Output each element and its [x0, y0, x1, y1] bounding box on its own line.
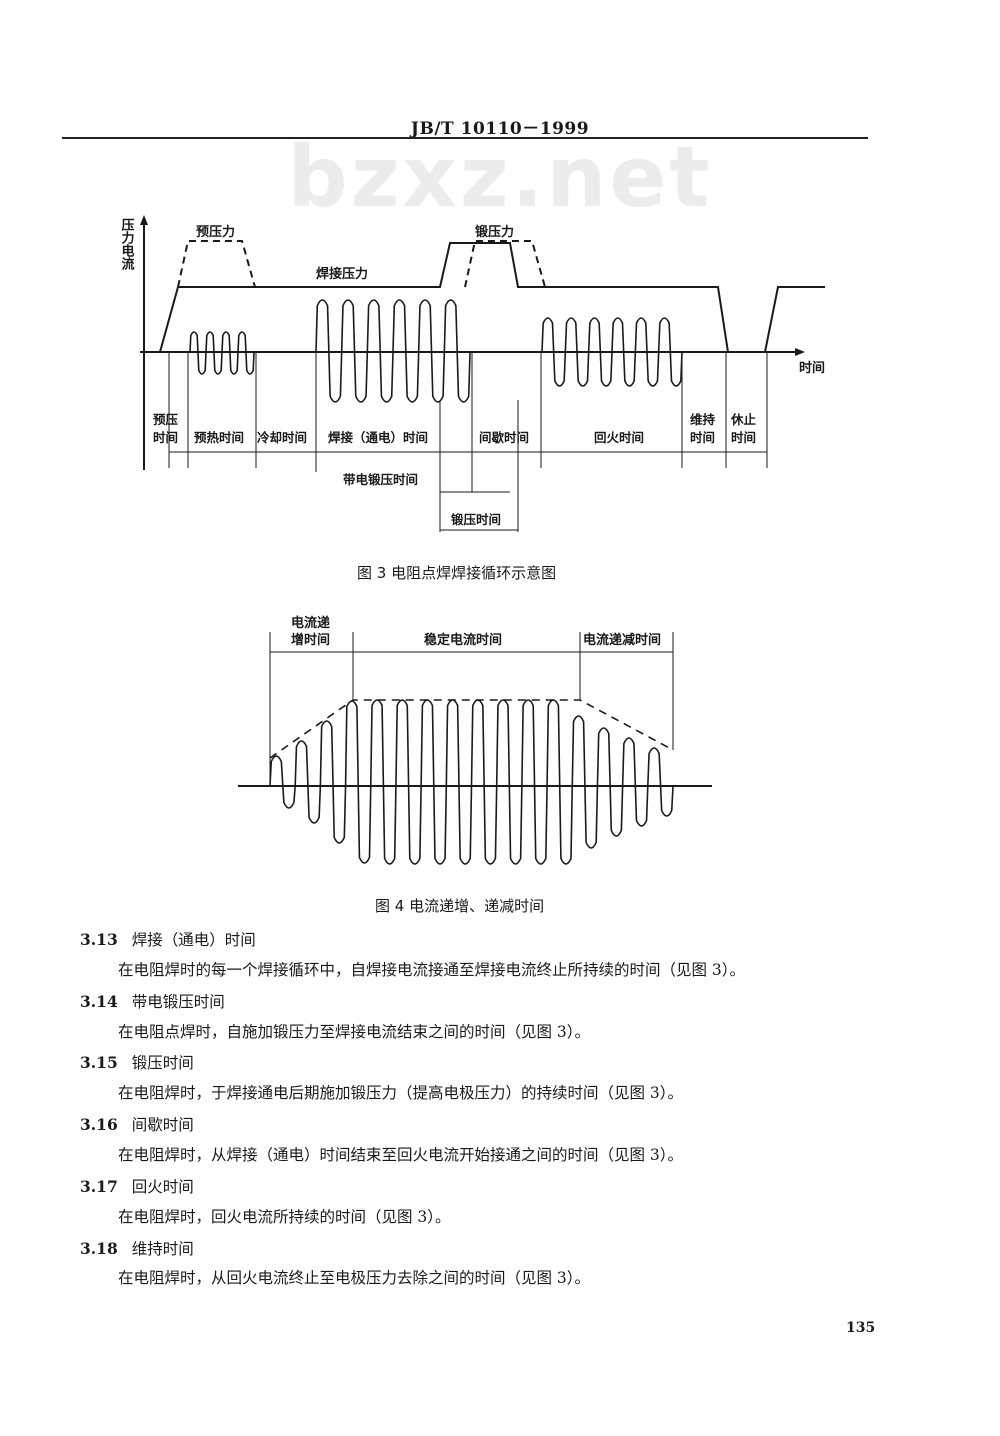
section-3-13-text: 在电阻焊时的每一个焊接循环中，自焊接电流接通至焊接电流终止所持续的时间（见图 3…: [118, 961, 746, 979]
figure-4: 电流递 增时间 稳定电流时间 电流递减时间 图 4 电流递增、递减时间: [238, 615, 712, 915]
fig3-pre-pressure-label: 预压力: [196, 224, 235, 240]
fig3-pressure-curve: [159, 242, 729, 353]
fig3-phase-preheat: 预热时间: [194, 430, 244, 445]
header-rule: [62, 137, 868, 139]
fig3-phase-hold-1: 维持: [690, 412, 716, 427]
fig3-preheat-current: [189, 331, 255, 375]
page-number: 135: [846, 1320, 876, 1336]
fig3-weld-pressure-label: 焊接压力: [316, 266, 368, 282]
fig3-pre-pressure-dashed: [177, 240, 256, 288]
figure-3: 压力电流 时间 预压力 焊接压力 锻压力 预压 时间 预热时间 冷却时间 焊接（…: [119, 215, 825, 582]
fig4-upslope-label-2: 增时间: [291, 632, 330, 648]
fig3-forge-pressure-label: 锻压力: [475, 224, 514, 240]
fig3-weld-current: [315, 299, 471, 403]
fig4-upslope-label-1: 电流递: [291, 615, 330, 631]
fig4-envelope-dashed: [269, 699, 674, 759]
fig3-energized-forge-label: 带电锻压时间: [343, 472, 418, 487]
fig3-forge-time-label: 锻压时间: [451, 512, 501, 527]
section-3-18-text: 在电阻焊时，从回火电流终止至电极压力去除之间的时间（见图 3）。: [118, 1269, 591, 1287]
section-3-14-text: 在电阻点焊时，自施加锻压力至焊接电流结束之间的时间（见图 3）。: [118, 1023, 591, 1041]
fig3-phase-off-2: 时间: [731, 430, 756, 445]
section-3-15-text: 在电阻焊时，于焊接通电后期施加锻压力（提高电极压力）的持续时间（见图 3）。: [118, 1084, 684, 1102]
fig3-forge-pressure-dashed: [464, 240, 546, 288]
fig3-phase-off-1: 休止: [730, 412, 757, 427]
fig3-temper-current: [541, 317, 683, 387]
fig4-downslope-label: 电流递减时间: [583, 632, 661, 648]
fig3-phase-cool: 冷却时间: [257, 430, 307, 445]
fig3-y-axis-label: 压力电流: [119, 218, 135, 271]
fig3-phase-interval: 间歇时间: [479, 430, 529, 445]
fig3-x-axis-label: 时间: [799, 360, 825, 376]
fig3-phase-squeeze-2: 时间: [153, 430, 178, 445]
fig3-caption: 图 3 电阻点焊焊接循环示意图: [357, 564, 556, 582]
section-3-16-text: 在电阻焊时，从焊接（通电）时间结束至回火电流开始接通之间的时间（见图 3）。: [118, 1146, 684, 1164]
fig3-phase-hold-2: 时间: [690, 430, 715, 445]
fig3-phase-weld: 焊接（通电）时间: [328, 430, 428, 445]
fig4-current-waveform: [269, 699, 674, 865]
page-header: JB/T 10110－1999: [410, 119, 590, 139]
fig3-phase-squeeze-1: 预压: [153, 412, 179, 427]
fig4-caption: 图 4 电流递增、递减时间: [375, 897, 544, 915]
watermark: bzxz.net: [287, 128, 713, 226]
fig3-phase-temper: 回火时间: [594, 430, 644, 445]
fig4-steady-label: 稳定电流时间: [424, 632, 502, 648]
section-3-17-text: 在电阻焊时，回火电流所持续的时间（见图 3）。: [118, 1208, 451, 1226]
fig3-pressure-next-cycle: [764, 286, 825, 353]
